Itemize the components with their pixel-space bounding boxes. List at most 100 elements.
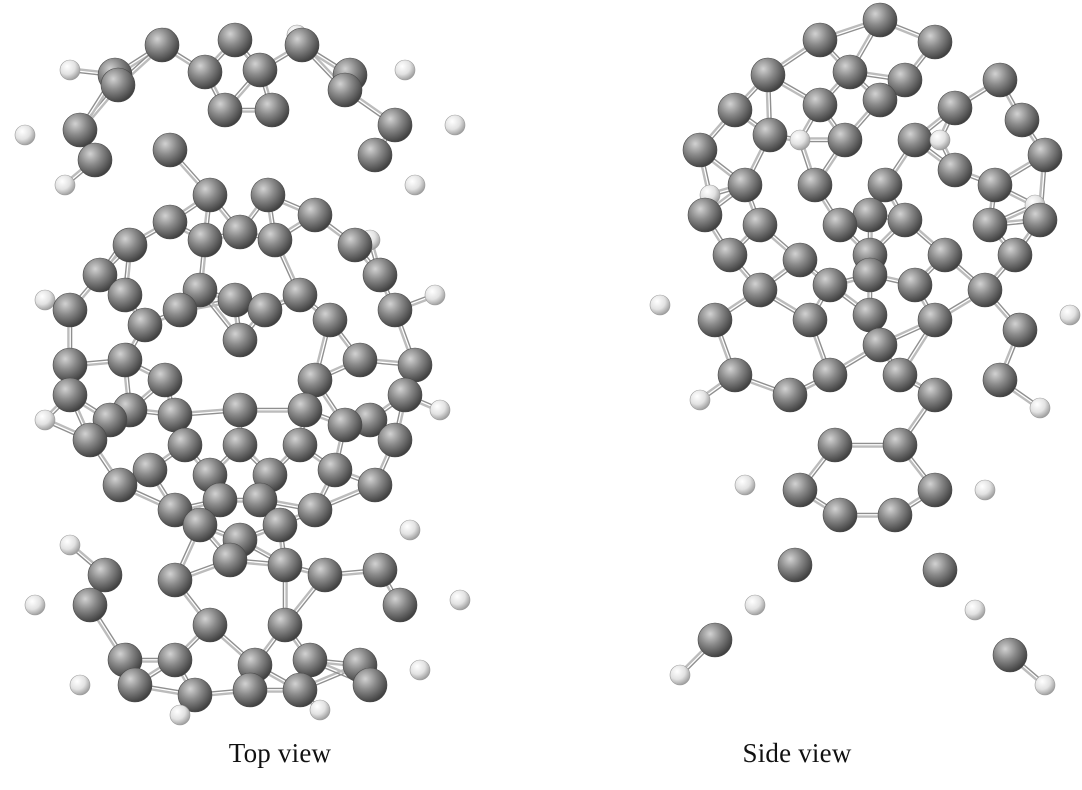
- top-view-carbon-atom: [217, 282, 253, 318]
- top-view-carbon-atom: [144, 27, 180, 63]
- side-view-carbon-atom: [967, 272, 1003, 308]
- side-view-carbon-atom: [917, 24, 953, 60]
- top-view-carbon-atom: [187, 54, 223, 90]
- top-view-carbon-atom: [297, 492, 333, 528]
- top-view-hydrogen-atom: [169, 704, 191, 726]
- top-view-carbon-atom: [247, 292, 283, 328]
- side-view-hydrogen-atom: [669, 664, 691, 686]
- top-view-carbon-atom: [292, 642, 328, 678]
- top-view-carbon-atom: [77, 142, 113, 178]
- top-view-hydrogen-atom: [59, 59, 81, 81]
- top-view-carbon-atom: [377, 107, 413, 143]
- top-view-carbon-atom: [297, 362, 333, 398]
- top-view-hydrogen-atom: [14, 124, 36, 146]
- top-view-hydrogen-atom: [394, 59, 416, 81]
- side-view-caption: Side view: [742, 738, 852, 768]
- side-view-carbon-atom: [917, 377, 953, 413]
- top-view-carbon-atom: [387, 377, 423, 413]
- side-view-carbon-atom: [827, 122, 863, 158]
- top-view-carbon-atom: [112, 227, 148, 263]
- top-view-carbon-atom: [377, 422, 413, 458]
- top-view-carbon-atom: [212, 542, 248, 578]
- top-view-carbon-atom: [254, 92, 290, 128]
- top-view-carbon-atom: [62, 112, 98, 148]
- top-view-carbon-atom: [357, 467, 393, 503]
- side-view-carbon-atom: [817, 427, 853, 463]
- side-view-carbon-atom: [797, 167, 833, 203]
- top-view-carbon-atom: [217, 22, 253, 58]
- side-view-carbon-atom: [682, 132, 718, 168]
- side-view-carbon-atom: [937, 152, 973, 188]
- side-view-atoms: [649, 2, 1081, 696]
- side-view-carbon-atom: [712, 237, 748, 273]
- side-view-carbon-atom: [877, 497, 913, 533]
- side-view-carbon-atom: [917, 472, 953, 508]
- top-view-carbon-atom: [242, 52, 278, 88]
- top-view-molecule: [14, 22, 471, 726]
- side-view-carbon-atom: [862, 327, 898, 363]
- side-view-carbon-atom: [697, 622, 733, 658]
- top-view-carbon-atom: [52, 292, 88, 328]
- side-view-carbon-atom: [802, 22, 838, 58]
- top-view-caption: Top view: [228, 738, 332, 768]
- side-view-carbon-atom: [852, 257, 888, 293]
- side-view-carbon-atom: [822, 207, 858, 243]
- top-view-carbon-atom: [72, 587, 108, 623]
- top-view-carbon-atom: [177, 677, 213, 713]
- top-view-carbon-atom: [267, 547, 303, 583]
- side-view-hydrogen-atom: [1034, 674, 1056, 696]
- side-view-carbon-atom: [772, 377, 808, 413]
- top-view-hydrogen-atom: [444, 114, 466, 136]
- side-view-carbon-atom: [782, 242, 818, 278]
- side-view-carbon-atom: [697, 302, 733, 338]
- top-view-carbon-atom: [52, 377, 88, 413]
- side-view-carbon-atom: [937, 90, 973, 126]
- top-view-carbon-atom: [147, 362, 183, 398]
- side-view-carbon-atom: [867, 167, 903, 203]
- top-view-carbon-atom: [337, 227, 373, 263]
- top-view-carbon-atom: [192, 607, 228, 643]
- side-view-carbon-atom: [897, 122, 933, 158]
- side-view-hydrogen-atom: [689, 389, 711, 411]
- side-view-carbon-atom: [777, 547, 813, 583]
- top-view-hydrogen-atom: [34, 289, 56, 311]
- top-view-carbon-atom: [287, 392, 323, 428]
- side-view-carbon-atom: [897, 267, 933, 303]
- side-view-carbon-atom: [687, 197, 723, 233]
- side-view-carbon-atom: [1004, 102, 1040, 138]
- side-view-carbon-atom: [812, 267, 848, 303]
- top-view-carbon-atom: [187, 222, 223, 258]
- top-view-carbon-atom: [192, 177, 228, 213]
- top-view-atoms: [14, 22, 471, 726]
- side-view-carbon-atom: [822, 497, 858, 533]
- top-view-carbon-atom: [152, 132, 188, 168]
- top-view-carbon-atom: [222, 392, 258, 428]
- side-view-carbon-atom: [977, 167, 1013, 203]
- top-view-carbon-atom: [102, 467, 138, 503]
- top-view-hydrogen-atom: [24, 594, 46, 616]
- top-view-carbon-atom: [242, 482, 278, 518]
- side-view-molecule: [649, 2, 1081, 696]
- top-view-carbon-atom: [157, 642, 193, 678]
- side-view-carbon-atom: [997, 237, 1033, 273]
- top-view-hydrogen-atom: [59, 534, 81, 556]
- side-view-carbon-atom: [1002, 312, 1038, 348]
- top-view-carbon-atom: [132, 452, 168, 488]
- side-view-carbon-atom: [852, 197, 888, 233]
- top-view-carbon-atom: [312, 302, 348, 338]
- side-view-carbon-atom: [862, 2, 898, 38]
- side-view-hydrogen-atom: [744, 594, 766, 616]
- top-view-carbon-atom: [284, 27, 320, 63]
- top-view-carbon-atom: [207, 92, 243, 128]
- side-view-carbon-atom: [887, 62, 923, 98]
- side-view-carbon-atom: [792, 302, 828, 338]
- side-view-hydrogen-atom: [929, 129, 951, 151]
- top-view-carbon-atom: [297, 197, 333, 233]
- top-view-carbon-atom: [327, 407, 363, 443]
- top-view-carbon-atom: [282, 277, 318, 313]
- top-view-carbon-atom: [307, 557, 343, 593]
- side-view-carbon-atom: [972, 207, 1008, 243]
- top-view-carbon-atom: [357, 137, 393, 173]
- side-view-carbon-atom: [752, 117, 788, 153]
- side-view-carbon-atom: [927, 237, 963, 273]
